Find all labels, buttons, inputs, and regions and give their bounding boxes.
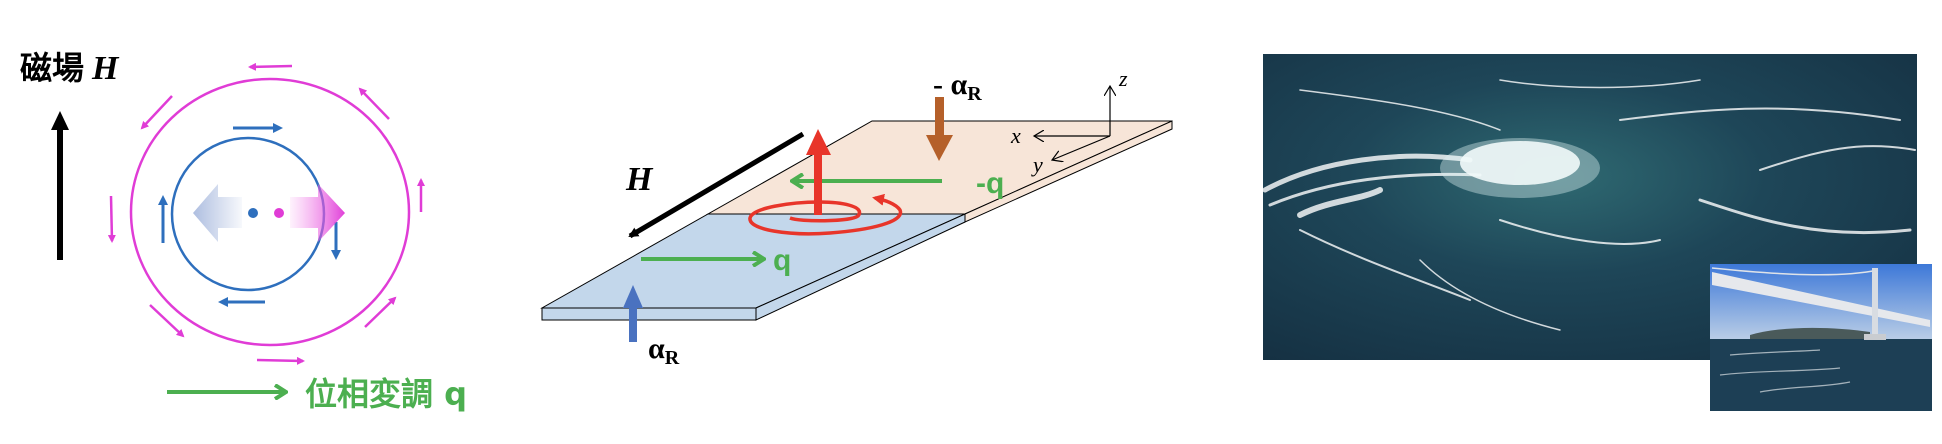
magenta-center-dot (274, 208, 284, 218)
q-label: q (773, 244, 791, 277)
field-arrow-H (628, 131, 805, 239)
blue-circulation-arrows (158, 123, 341, 307)
axis-y-label: y (1031, 152, 1043, 177)
spin-vortex (748, 129, 903, 236)
minus-alpha-arrow (926, 97, 953, 161)
right-displacement-arrow (290, 184, 345, 242)
coordinate-axes (1034, 86, 1110, 160)
field-label: 磁場 (20, 49, 84, 87)
rashba-plate-diagram: H -q q - αR αR z x y (540, 66, 1173, 369)
whirlpool-photo (1262, 54, 1917, 360)
modulation-label: 位相変調 q (305, 375, 467, 413)
axis-x-label: x (1010, 123, 1021, 148)
outer-orbit (129, 77, 411, 347)
left-displacement-arrow (193, 184, 242, 242)
field-arrow (51, 111, 69, 260)
minus-alpha-label: - αR (933, 68, 982, 105)
alpha-label: αR (648, 332, 680, 369)
plate (540, 120, 1173, 321)
field-symbol: H (91, 50, 120, 87)
skyrmion-schematic: 磁場 H 位相変調 q (20, 49, 467, 413)
bridge-photo (1710, 264, 1932, 411)
alpha-arrow (623, 285, 643, 342)
axis-z-label: z (1118, 66, 1128, 91)
magenta-circulation-arrows (107, 62, 425, 365)
field-symbol-H: H (625, 161, 654, 198)
blue-center-dot (248, 208, 258, 218)
minus-q-label: -q (976, 167, 1004, 200)
